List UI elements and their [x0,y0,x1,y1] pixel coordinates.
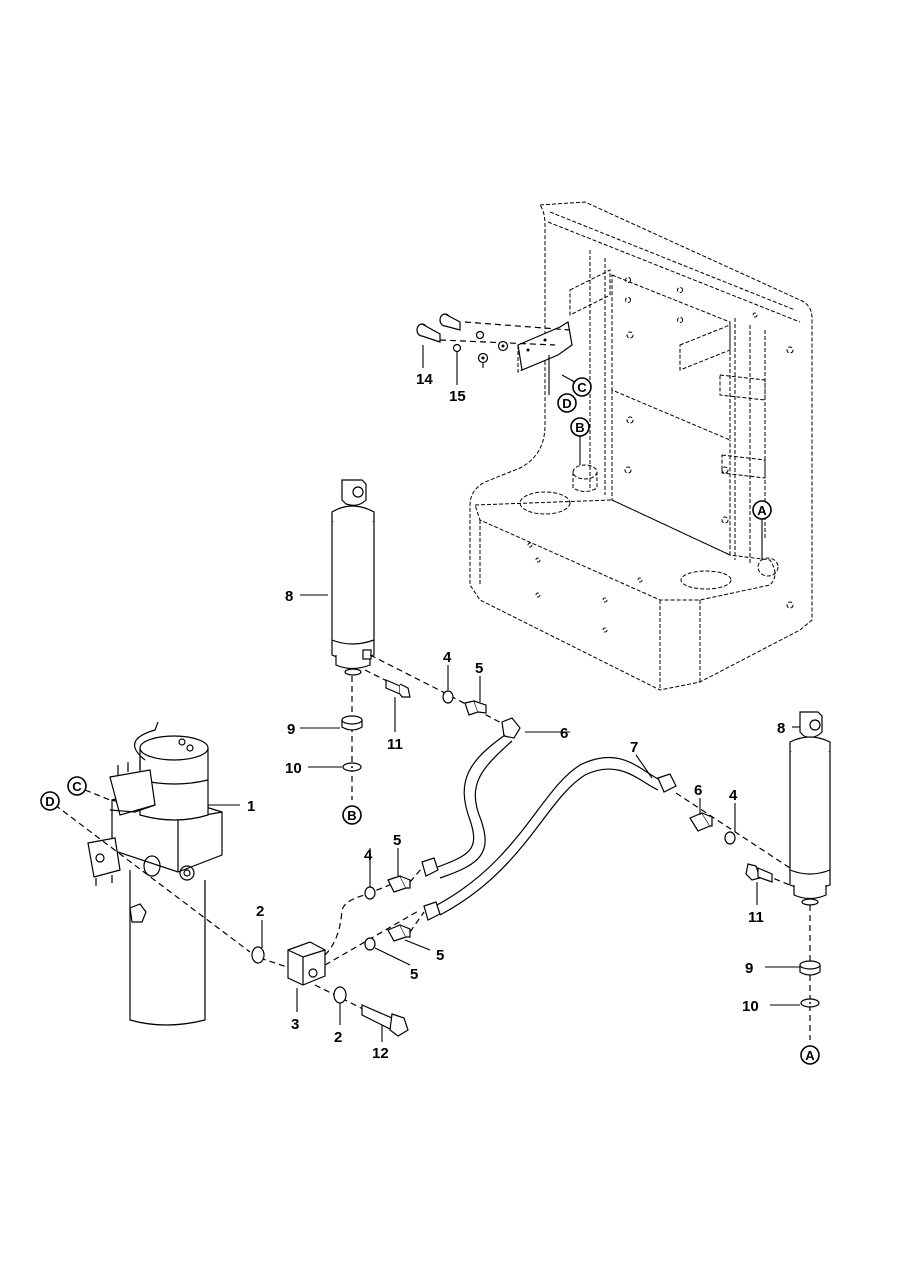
right-washer-4 [724,831,736,845]
callout-9-right: 9 [745,960,753,977]
callout-8-right: 8 [777,720,785,737]
ref-marker-C-frame: C [572,377,592,397]
callout-8-left: 8 [285,588,293,605]
callout-5-block-upper: 5 [393,832,401,849]
right-cylinder-port-line [675,792,791,869]
left-bleed-line [364,669,396,686]
svg-text:B: B [575,420,584,435]
callout-5-right: 6 [694,782,702,799]
callout-9-left: 9 [287,721,295,738]
callout-10-left: 10 [285,760,302,777]
washer-4-upper [442,690,454,704]
bracket-fasteners [416,313,571,364]
callout-12: 12 [372,1045,389,1062]
ref-marker-A-frame: A [752,500,772,520]
elbow-fitting-6 [501,717,521,739]
washer-4-block-lower [364,937,376,951]
hose-6 [434,734,513,879]
left-hydraulic-cylinder [331,479,375,676]
callout-4-right: 4 [729,787,738,804]
block-lower-line [324,909,421,966]
hose-end-nut [657,773,677,793]
ref-marker-D-powerunit: D [40,791,60,811]
adapter-5-block-upper [387,875,411,893]
ref-marker-B-frame: B [570,417,590,437]
hydraulic-power-unit [87,721,223,1026]
callout-4-block-lower: 5 [410,966,418,983]
adapter-5-upper [464,700,487,716]
left-bleed-screw [385,679,411,698]
block-upper-line [324,883,393,956]
ref-marker-B-cylinder: B [342,805,362,825]
callout-1: 1 [247,798,255,815]
callout-13: 14 [416,371,433,388]
banjo-block [287,941,326,986]
cap-screw-lower [416,323,441,343]
callout-4-upper: 4 [443,649,452,666]
callout-11-right: 11 [748,909,764,926]
svg-text:D: D [45,794,54,809]
frame-phantom [469,201,813,691]
reference-markers: C D B A B A C D [40,377,820,1065]
callout-7: 7 [630,739,638,756]
hose-7 [436,756,661,916]
svg-text:A: A [805,1048,815,1063]
hose-end-nut [421,857,439,877]
power-unit-c-line [84,789,111,801]
ref-marker-A-cylinder: A [800,1045,820,1065]
left-spacer-stack [341,715,363,772]
svg-text:D: D [562,396,571,411]
callout-2-left: 2 [256,903,264,920]
callout-11-left: 11 [387,736,403,753]
ref-marker-D-frame: D [557,393,577,413]
washer-4-block-upper [364,886,376,900]
cap-screw-upper [439,313,461,331]
banjo-bolt [361,1004,409,1037]
leader-lines [208,345,800,1042]
right-spacer-stack [799,960,821,1008]
callout-4-block-upper: 4 [364,847,373,864]
callout-5-block-lower: 5 [436,947,444,964]
svg-text:A: A [757,503,767,518]
callout-numbers: 14 15 8 4 5 6 11 9 10 7 8 6 4 11 9 10 1 … [247,371,785,1062]
right-hydraulic-cylinder [789,711,831,906]
callout-6: 6 [560,725,568,742]
callout-14: 15 [449,388,466,405]
callout-3: 3 [291,1016,299,1033]
right-bleed-screw [745,863,773,883]
power-unit-port-line [54,804,251,953]
svg-text:B: B [347,808,356,823]
callout-10-right: 10 [742,998,759,1015]
callout-2-lower: 2 [334,1029,342,1046]
washer-2-lower [333,986,347,1004]
svg-text:C: C [577,380,587,395]
power-unit-to-block [259,957,291,969]
ref-marker-C-powerunit: C [67,776,87,796]
adapter-5-block-lower [387,924,411,942]
callout-5-upper: 5 [475,660,483,677]
washer-2-left [251,946,265,964]
hose-end-nut [423,901,441,921]
svg-text:C: C [72,779,82,794]
right-adapter-5 [689,812,713,832]
